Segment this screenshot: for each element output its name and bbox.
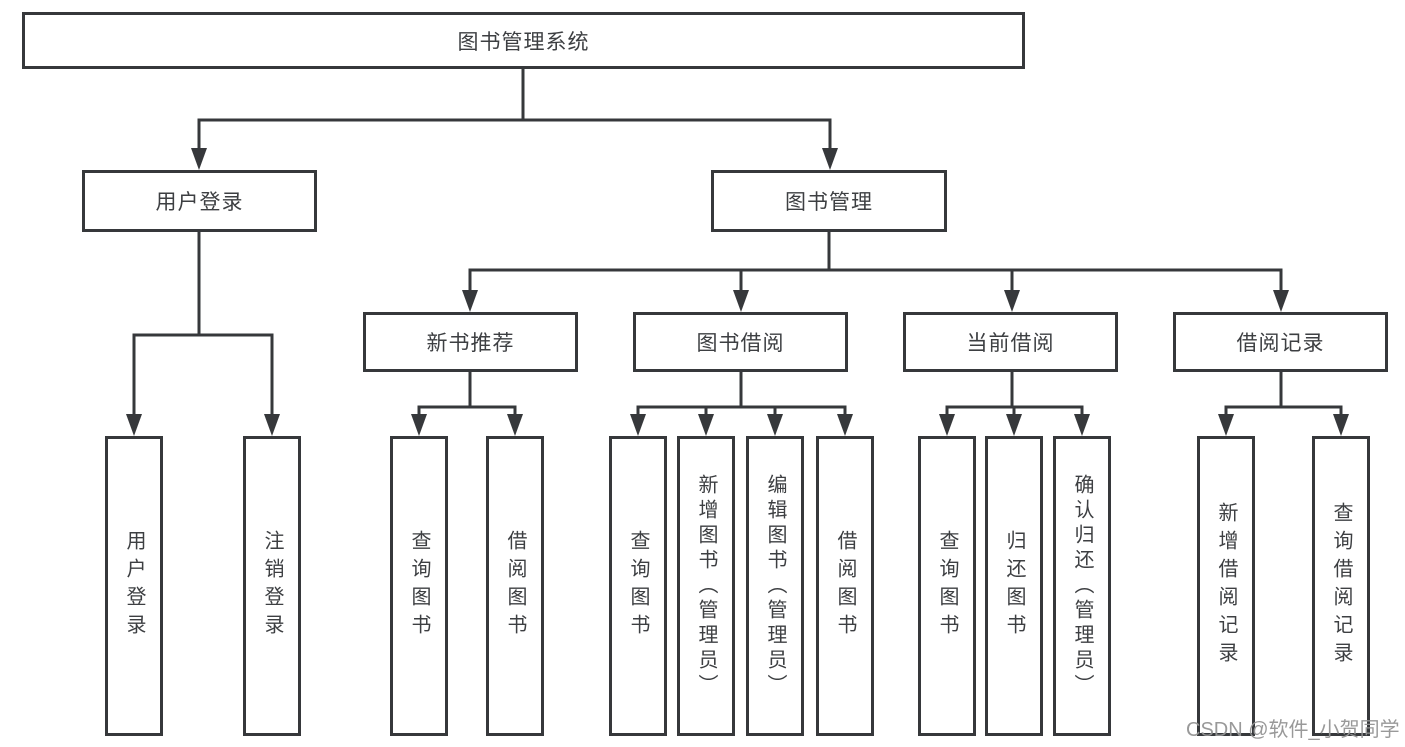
arrowhead-down-icon: [1218, 414, 1234, 436]
arrowhead-down-icon: [462, 290, 478, 312]
leaf-add-borrow-record-label: 新增借阅记录: [1215, 502, 1237, 670]
arrowhead-down-icon: [126, 414, 142, 436]
watermark-text: CSDN @软件_小贺同学: [1186, 719, 1400, 741]
arrowhead-down-icon: [939, 414, 955, 436]
arrowhead-down-icon: [1006, 414, 1022, 436]
leaf-borrow-books-label: 借阅图书: [834, 530, 856, 642]
leaf-query-books-recommend: 查询图书: [390, 436, 448, 736]
leaf-confirm-return-admin: 确认归还（管理员）: [1053, 436, 1111, 736]
arrowhead-down-icon: [837, 414, 853, 436]
leaf-add-book-admin-label: 新增图书（管理员）: [695, 473, 717, 699]
leaf-edit-book-admin: 编辑图书（管理员）: [746, 436, 804, 736]
node-new-book-recommend-label: 新书推荐: [426, 332, 515, 355]
node-book-borrow-label: 图书借阅: [696, 332, 785, 355]
arrowhead-down-icon: [822, 148, 838, 170]
node-root-system: 图书管理系统: [22, 12, 1025, 69]
node-current-borrow: 当前借阅: [903, 312, 1118, 372]
node-book-borrow: 图书借阅: [633, 312, 848, 372]
node-book-management: 图书管理: [711, 170, 947, 232]
leaf-query-books-current-label: 查询图书: [936, 530, 958, 642]
leaf-add-borrow-record: 新增借阅记录: [1197, 436, 1255, 736]
arrowhead-down-icon: [411, 414, 427, 436]
arrowhead-down-icon: [733, 290, 749, 312]
leaf-user-login: 用户登录: [105, 436, 163, 736]
node-new-book-recommend: 新书推荐: [363, 312, 578, 372]
node-user-login: 用户登录: [82, 170, 317, 232]
leaf-borrow-books: 借阅图书: [816, 436, 874, 736]
leaf-borrow-books-recommend: 借阅图书: [486, 436, 544, 736]
leaf-query-borrow-record: 查询借阅记录: [1312, 436, 1370, 736]
leaf-return-book-label: 归还图书: [1003, 530, 1025, 642]
leaf-logout: 注销登录: [243, 436, 301, 736]
arrowhead-down-icon: [1273, 290, 1289, 312]
leaf-query-books-current: 查询图书: [918, 436, 976, 736]
arrowhead-down-icon: [767, 414, 783, 436]
leaf-query-books-borrow: 查询图书: [609, 436, 667, 736]
leaf-query-books-recommend-label: 查询图书: [408, 530, 430, 642]
node-borrow-records: 借阅记录: [1173, 312, 1388, 372]
leaf-add-book-admin: 新增图书（管理员）: [677, 436, 735, 736]
arrowhead-down-icon: [264, 414, 280, 436]
arrowhead-down-icon: [507, 414, 523, 436]
arrowhead-down-icon: [630, 414, 646, 436]
arrowhead-down-icon: [698, 414, 714, 436]
node-user-login-label: 用户登录: [155, 191, 244, 214]
node-book-management-label: 图书管理: [785, 191, 873, 214]
leaf-logout-label: 注销登录: [261, 530, 283, 642]
node-borrow-records-label: 借阅记录: [1236, 332, 1325, 355]
node-current-borrow-label: 当前借阅: [966, 332, 1055, 355]
leaf-confirm-return-admin-label: 确认归还（管理员）: [1071, 473, 1093, 699]
arrowhead-down-icon: [1074, 414, 1090, 436]
leaf-edit-book-admin-label: 编辑图书（管理员）: [764, 473, 786, 699]
leaf-query-borrow-record-label: 查询借阅记录: [1330, 502, 1352, 670]
arrowhead-down-icon: [1004, 290, 1020, 312]
arrowhead-down-icon: [191, 148, 207, 170]
node-root-system-label: 图书管理系统: [457, 30, 590, 54]
leaf-borrow-books-recommend-label: 借阅图书: [504, 530, 526, 642]
leaf-query-books-borrow-label: 查询图书: [627, 530, 649, 642]
leaf-user-login-label: 用户登录: [123, 530, 145, 642]
leaf-return-book: 归还图书: [985, 436, 1043, 736]
arrowhead-down-icon: [1333, 414, 1349, 436]
